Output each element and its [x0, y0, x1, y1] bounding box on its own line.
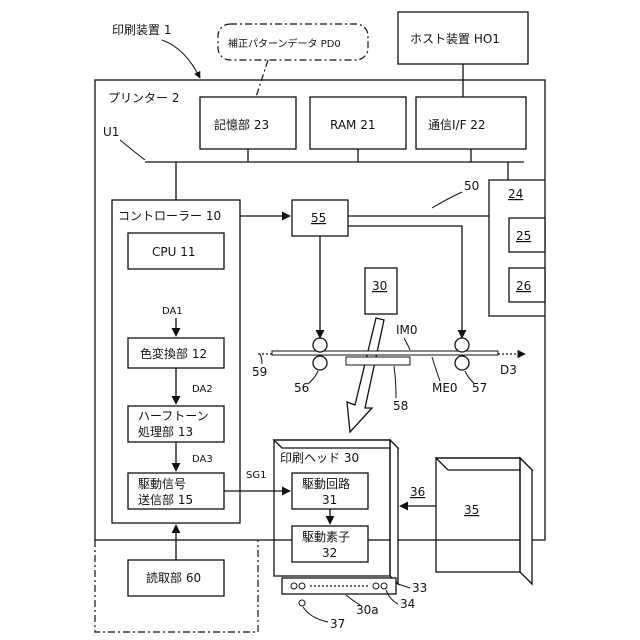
- roller-57-bottom: [455, 356, 469, 370]
- halftone-label-line1: ハーフトーン: [138, 409, 209, 423]
- ref-57-leader: [465, 371, 474, 383]
- ref-36-label: 36: [410, 485, 425, 499]
- im0-label: IM0: [396, 323, 418, 337]
- host-device-label: ホスト装置 HO1: [410, 32, 500, 46]
- drive-signal-sender-line1: 駆動信号: [138, 477, 186, 491]
- ref-25-label: 25: [516, 229, 531, 243]
- im0-leader: [404, 338, 410, 350]
- component-35-side-face: [520, 458, 532, 584]
- ref-57-label: 57: [472, 381, 487, 395]
- ref-50-leader: [432, 192, 462, 208]
- bus-label: U1: [103, 125, 119, 139]
- ref-33-leader: [398, 584, 410, 588]
- drive-circuit-line1: 駆動回路: [302, 476, 350, 491]
- ref-30a-leader: [346, 595, 360, 605]
- component-35-top-face: [436, 458, 532, 470]
- cpu-label: CPU 11: [152, 245, 195, 259]
- drive-element-line2: 32: [322, 546, 337, 560]
- printer-label: プリンター 2: [108, 91, 179, 105]
- ref-37-label: 37: [330, 617, 345, 631]
- correction-pattern-label: 補正パターンデータ PD0: [228, 37, 341, 50]
- printing-device-label: 印刷装置 1: [112, 23, 171, 37]
- drive-signal-sender-line2: 送信部 15: [138, 492, 193, 507]
- ref-34-label: 34: [400, 597, 415, 611]
- roller-57-top: [455, 338, 469, 352]
- ref-56-label: 56: [294, 381, 309, 395]
- roller-56-top: [313, 338, 327, 352]
- print-head-label: 印刷ヘッド 30: [280, 451, 359, 465]
- ref-59-leader: [260, 354, 262, 364]
- color-conversion-label: 色変換部 12: [140, 346, 207, 361]
- storage-label: 記憶部 23: [214, 117, 269, 132]
- ref-33-label: 33: [412, 581, 427, 595]
- ref-58-label: 58: [393, 399, 408, 413]
- printing-device-leader: [162, 40, 200, 78]
- sg1-label: SG1: [246, 470, 266, 481]
- ram-label: RAM 21: [330, 118, 376, 132]
- correction-pattern-link: [256, 60, 268, 97]
- platen: [346, 357, 410, 365]
- print-head-top-face: [274, 440, 398, 448]
- halftone-label-line2: 処理部 13: [138, 424, 193, 439]
- ref-30-label: 30: [372, 279, 387, 293]
- ref-56-leader: [308, 371, 318, 384]
- bus-leader: [120, 140, 145, 160]
- drive-circuit-line2: 31: [322, 493, 337, 507]
- big-arrow-to-print-head: [347, 318, 384, 432]
- me0-leader: [432, 357, 440, 381]
- controller-label: コントローラー 10: [118, 209, 221, 223]
- da2-label: DA2: [192, 384, 213, 395]
- ref-35-label: 35: [464, 503, 479, 517]
- da3-label: DA3: [192, 454, 213, 465]
- me0-label: ME0: [432, 381, 458, 395]
- print-head-side-face: [390, 440, 398, 584]
- ref-55-label: 55: [311, 211, 326, 225]
- roller-56-bottom: [313, 356, 327, 370]
- d3-label: D3: [500, 363, 517, 377]
- da1-label: DA1: [162, 306, 183, 317]
- ref-50-label: 50: [464, 179, 479, 193]
- ref-58-leader: [394, 366, 396, 398]
- ref-37-leader: [303, 607, 328, 622]
- ref-59-label: 59: [252, 365, 267, 379]
- drive-element-line1: 駆動素子: [302, 530, 350, 544]
- ref-26-label: 26: [516, 279, 531, 293]
- ref-24-label: 24: [508, 187, 523, 201]
- comm-label: 通信I/F 22: [428, 118, 486, 132]
- nozzle-sub: [299, 600, 305, 606]
- reader-label: 読取部 60: [146, 570, 201, 585]
